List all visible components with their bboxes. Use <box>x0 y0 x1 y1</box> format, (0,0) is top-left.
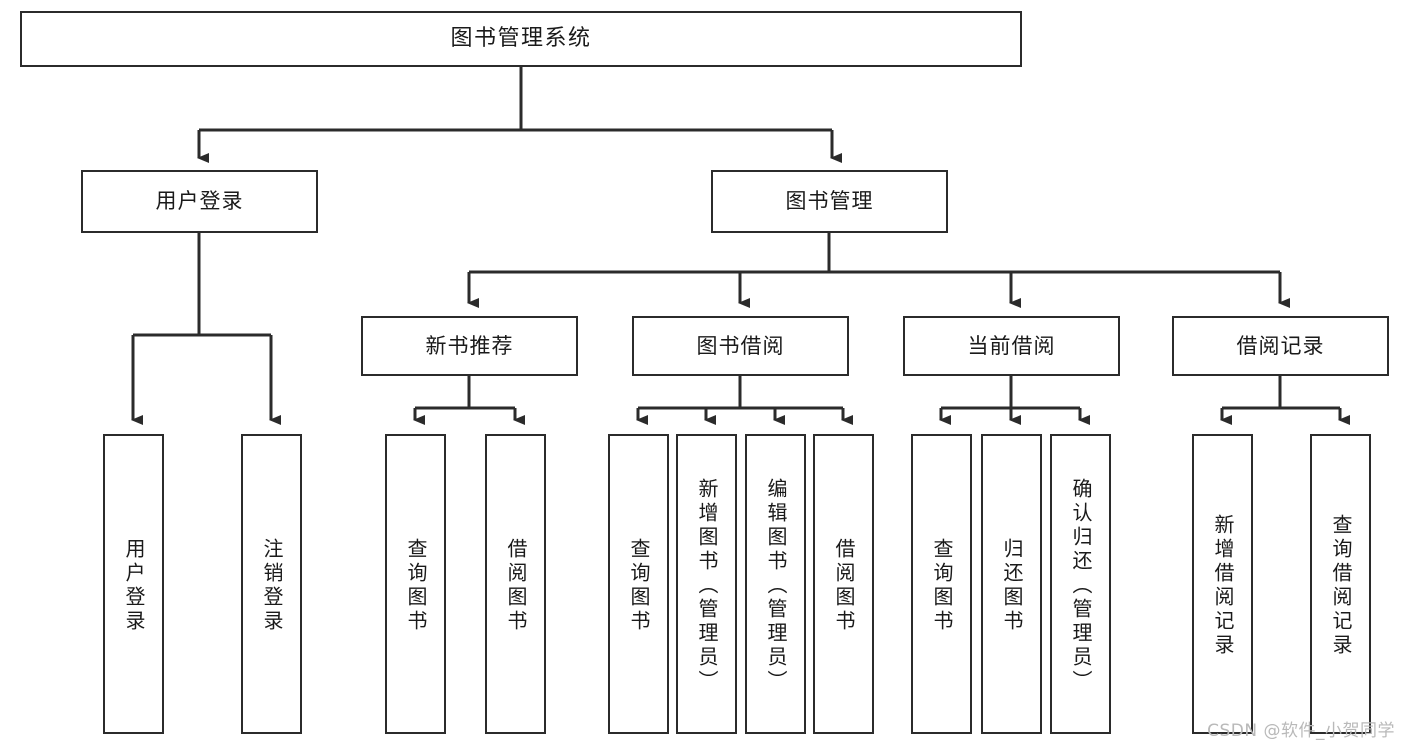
node-label: 注销登录 <box>260 538 284 634</box>
node-label: 新增借阅记录 <box>1211 514 1235 658</box>
node-user-login[interactable]: 用户登录 <box>81 170 318 233</box>
node-label: 确认归还（管理员） <box>1069 478 1093 694</box>
node-label: 借阅记录 <box>1236 333 1325 358</box>
node-label: 图书管理系统 <box>450 26 592 52</box>
node-label: 查询图书 <box>627 538 651 634</box>
node-label: 查询图书 <box>404 538 428 634</box>
node-label: 查询借阅记录 <box>1329 514 1353 658</box>
leaf-new-book-query-book[interactable]: 查询图书 <box>385 434 446 734</box>
leaf-book-borrow-add-book-admin[interactable]: 新增图书（管理员） <box>676 434 737 734</box>
node-label: 当前借阅 <box>967 333 1056 358</box>
node-label: 图书借阅 <box>696 333 785 358</box>
node-label: 图书管理 <box>785 189 874 214</box>
leaf-borrow-record-query-record[interactable]: 查询借阅记录 <box>1310 434 1371 734</box>
leaf-book-borrow-edit-book-admin[interactable]: 编辑图书（管理员） <box>745 434 806 734</box>
node-root-book-management-system[interactable]: 图书管理系统 <box>20 11 1022 67</box>
leaf-user-login-logout[interactable]: 注销登录 <box>241 434 302 734</box>
node-book-management[interactable]: 图书管理 <box>711 170 948 233</box>
node-label: 用户登录 <box>122 538 146 634</box>
leaf-borrow-record-add-record[interactable]: 新增借阅记录 <box>1192 434 1253 734</box>
node-label: 借阅图书 <box>504 538 528 634</box>
node-borrow-record[interactable]: 借阅记录 <box>1172 316 1389 376</box>
leaf-book-borrow-borrow-book[interactable]: 借阅图书 <box>813 434 874 734</box>
leaf-current-borrow-query-book[interactable]: 查询图书 <box>911 434 972 734</box>
leaf-current-borrow-return-book[interactable]: 归还图书 <box>981 434 1042 734</box>
node-label: 新增图书（管理员） <box>695 478 719 694</box>
node-label: 新书推荐 <box>425 333 514 358</box>
leaf-current-borrow-confirm-return-admin[interactable]: 确认归还（管理员） <box>1050 434 1111 734</box>
leaf-book-borrow-query-book[interactable]: 查询图书 <box>608 434 669 734</box>
node-label: 借阅图书 <box>832 538 856 634</box>
node-label: 归还图书 <box>1000 538 1024 634</box>
node-label: 用户登录 <box>155 189 244 214</box>
node-label: 编辑图书（管理员） <box>764 478 788 694</box>
node-label: 查询图书 <box>930 538 954 634</box>
leaf-user-login-login[interactable]: 用户登录 <box>103 434 164 734</box>
leaf-new-book-borrow-book[interactable]: 借阅图书 <box>485 434 546 734</box>
node-book-borrow[interactable]: 图书借阅 <box>632 316 849 376</box>
node-current-borrow[interactable]: 当前借阅 <box>903 316 1120 376</box>
csdn-watermark: CSDN @软件_小贺同学 <box>1207 721 1395 741</box>
node-new-book-recommend[interactable]: 新书推荐 <box>361 316 578 376</box>
